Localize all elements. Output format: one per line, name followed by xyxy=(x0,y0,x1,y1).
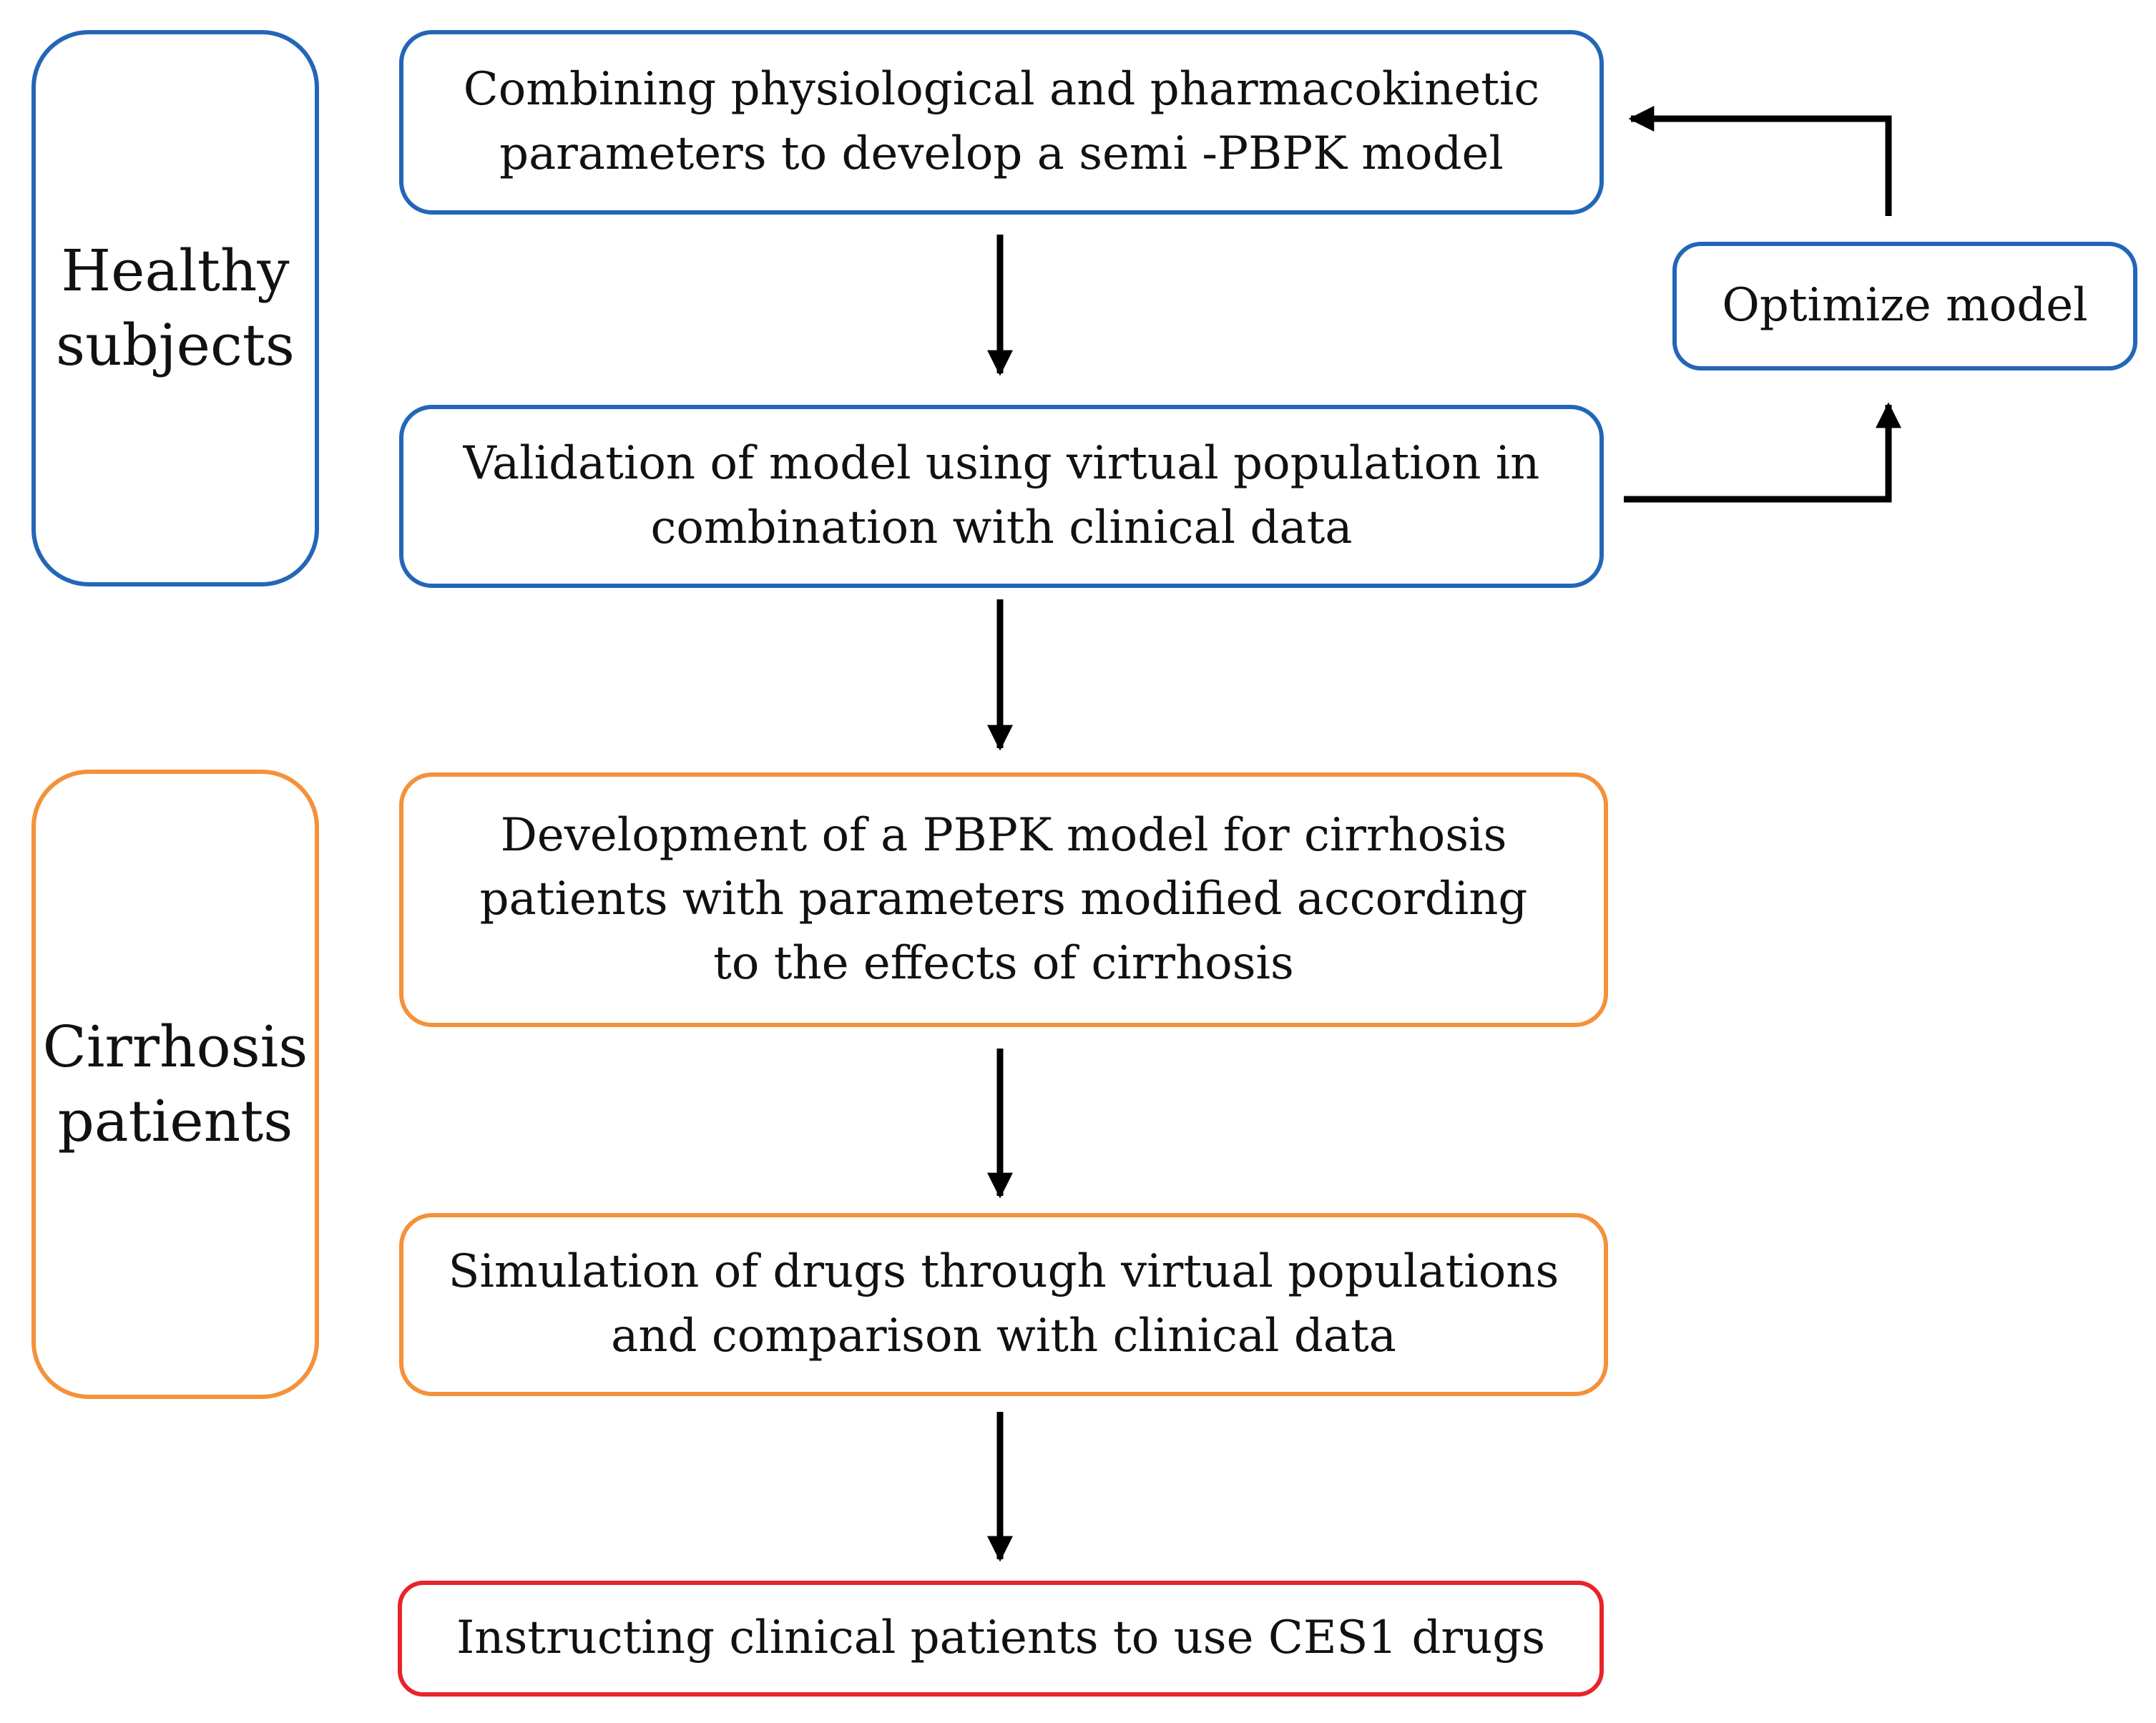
step-validate-model: Validation of model using virtual popula… xyxy=(399,405,1604,588)
group-cirrhosis-label: Cirrhosis patients xyxy=(43,1010,308,1159)
step-combine-line-1: Combining physiological and pharmacokine… xyxy=(463,63,1540,117)
group-cirrhosis-line-2: patients xyxy=(57,1088,293,1154)
step-combine-parameters: Combining physiological and pharmacokine… xyxy=(399,30,1604,215)
step-instruct-patients: Instructing clinical patients to use CES… xyxy=(398,1581,1604,1697)
group-healthy-line-1: Healthy xyxy=(61,237,290,304)
step-validate-line-1: Validation of model using virtual popula… xyxy=(463,437,1540,491)
step-develop-line-2: patients with parameters modified accord… xyxy=(479,873,1528,926)
step-combine-line-2: parameters to develop a semi -PBPK model xyxy=(499,127,1504,180)
step-simulate-drugs: Simulation of drugs through virtual popu… xyxy=(399,1213,1608,1396)
group-cirrhosis-line-1: Cirrhosis xyxy=(42,1013,308,1080)
arrow-validate-to-optimize xyxy=(1624,402,1901,503)
step-instruct-label: Instructing clinical patients to use CES… xyxy=(456,1611,1546,1665)
arrow-optimize-to-combine xyxy=(1628,106,1892,216)
group-healthy-label: Healthy subjects xyxy=(56,234,295,383)
step-optimize-label: Optimize model xyxy=(1722,279,2088,333)
step-simulate-line-1: Simulation of drugs through virtual popu… xyxy=(448,1245,1559,1299)
step-validate-line-2: combination with clinical data xyxy=(650,501,1353,554)
step-develop-line-3: to the effects of cirrhosis xyxy=(713,936,1294,990)
step-develop-cirrhosis-model: Development of a PBPK model for cirrhosi… xyxy=(399,772,1608,1027)
group-healthy-line-2: subjects xyxy=(56,312,295,378)
step-develop-line-1: Development of a PBPK model for cirrhosi… xyxy=(500,808,1507,862)
step-simulate-line-2: and comparison with clinical data xyxy=(611,1310,1396,1363)
group-healthy-subjects: Healthy subjects xyxy=(31,30,319,586)
step-optimize-model: Optimize model xyxy=(1672,242,2137,370)
group-cirrhosis-patients: Cirrhosis patients xyxy=(31,770,319,1399)
